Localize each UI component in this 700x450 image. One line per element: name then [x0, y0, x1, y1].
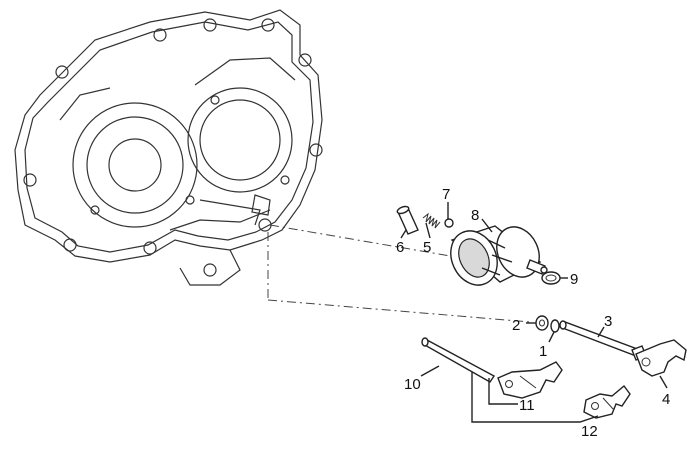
part-2-washer	[535, 315, 549, 331]
leader-lines	[400, 202, 668, 423]
callout-4: 4	[662, 391, 670, 408]
callout-9: 9	[570, 271, 578, 288]
callout-6: 6	[396, 239, 404, 256]
part-1-oring	[550, 319, 560, 333]
part-12-shift-fork	[583, 384, 631, 419]
part-5-spring	[422, 212, 441, 229]
callout-11: 11	[519, 397, 535, 414]
callout-5: 5	[423, 239, 431, 256]
callout-3: 3	[604, 313, 612, 330]
part-7-ball	[444, 218, 454, 228]
part-8-shift-drum	[450, 225, 548, 286]
part-3-shift-shaft	[558, 320, 647, 361]
callout-12: 12	[581, 423, 598, 440]
callout-8: 8	[471, 207, 479, 224]
callout-2: 2	[512, 317, 520, 334]
part-4-shift-fork	[635, 339, 687, 377]
callout-10: 10	[404, 376, 421, 393]
part-6-pin	[396, 205, 419, 235]
part-9-washer	[541, 271, 561, 285]
crankcase-half	[14, 9, 323, 286]
part-11-shift-fork	[497, 361, 563, 399]
alignment-lines	[267, 224, 531, 323]
callout-labels: 7 8 6 5 9 2 3 1 10 4 11 12	[396, 186, 670, 440]
callout-7: 7	[442, 186, 450, 203]
callout-1: 1	[539, 343, 547, 360]
part-10-fork-rod	[421, 337, 496, 383]
